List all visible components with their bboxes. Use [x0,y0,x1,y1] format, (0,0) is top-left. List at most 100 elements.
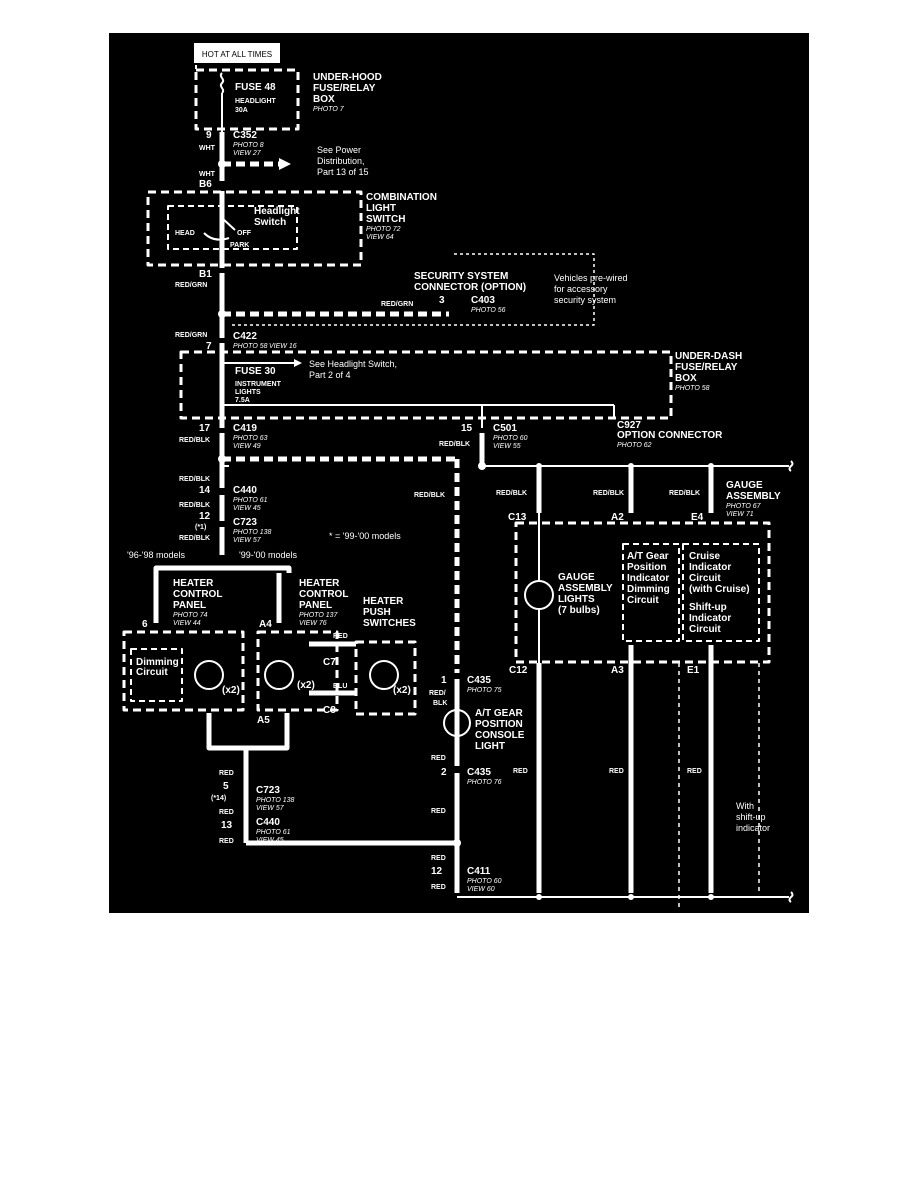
underhood-box [194,68,300,131]
c435-top-photo: PHOTO 75 [467,687,502,694]
c723-bot-name: C723 [256,785,280,796]
hps-title1: HEATER [363,596,404,607]
hps-x2: (x2) [393,685,411,696]
underhood-photo: PHOTO 7 [313,106,345,113]
cruise-4: (with Cruise) [689,584,750,595]
continuation-marks [788,460,794,903]
combo-pin-bot: B1 [199,269,212,280]
see-headlight-1: See Headlight Switch, [309,359,397,369]
c723-bot-view: VIEW 57 [256,805,285,812]
shiftup-3: Circuit [689,624,721,635]
dimming-label2: Circuit [136,667,168,678]
hcp-new-box [256,630,339,712]
models-old: '96-'98 models [127,550,185,560]
hcp-old-view: VIEW 44 [173,620,201,627]
splice-a2 [628,463,634,469]
underdash-title2: FUSE/RELAY [675,362,738,373]
c435-bot-photo: PHOTO 76 [467,779,502,786]
atlight-title2: POSITION [475,719,523,730]
switch-off: OFF [237,230,252,237]
arrow-see-power [279,158,291,170]
c435-top-wire1: RED/ [429,690,446,697]
arrow-see-headlight [294,359,302,367]
underdash-box [179,350,673,420]
switch-head: HEAD [175,230,195,237]
dimming-label1: Dimming [136,657,179,668]
combo-view: VIEW 64 [366,234,394,241]
c435-top-wire2: BLK [433,700,447,707]
fuse48-sub1: HEADLIGHT [235,98,277,105]
hcp-new-pin-bot: A5 [257,715,270,726]
c435-bot-wire: RED [431,755,446,762]
hcp-old-title2: CONTROL [173,589,222,600]
c501-wire: RED/BLK [439,441,470,448]
switch-blade [221,217,236,231]
c422-photo: PHOTO 58 [233,343,268,350]
switch-title1: Headlight [254,206,300,217]
gauge-title1: GAUGE [726,480,763,491]
splice-c13 [536,463,542,469]
c723-top-view: VIEW 57 [233,537,262,544]
hps-c8: C8 [323,705,336,716]
fuse30-sub3: 7.5A [235,397,250,404]
c411-wire2: RED [431,884,446,891]
c440-bot-name: C440 [256,817,280,828]
c411-view: VIEW 60 [467,886,495,893]
c723-bot-pin: 5 [223,781,229,792]
gauge-pin-c13: C13 [508,512,527,523]
at-ind-5: Circuit [627,595,659,606]
fuse48-symbol [219,72,225,94]
c440-top-name: C440 [233,485,257,496]
fuse30-symbol [219,366,225,388]
hcp-old-x2: (x2) [222,685,240,696]
at-ind-4: Dimming [627,584,670,595]
underdash-title1: UNDER-DASH [675,351,742,362]
combo-photo: PHOTO 72 [366,226,401,233]
models-new: '99-'00 models [239,550,297,560]
switch-arc [203,232,230,241]
splice-e4 [708,463,714,469]
ground-continue [788,891,794,903]
splice-points [218,160,714,900]
c411-wire: RED [431,855,446,862]
c723-top-wire: RED/BLK [179,502,210,509]
gauge-pin-c12: C12 [509,665,528,676]
security-wire: RED/GRN [381,301,413,308]
see-power-1: See Power [317,145,361,155]
c411-pin: 12 [431,866,443,877]
wiring-diagram: HOT AT ALL TIMES UNDER-HOOD FUSE/RELAY B… [109,33,809,913]
cruise-box [682,543,760,642]
c440-bot-pin: 13 [221,820,233,831]
c352-photo: PHOTO 8 [233,142,264,149]
hcp-new-x2: (x2) [297,680,315,691]
c419-view: VIEW 49 [233,443,261,450]
hcp-old-title1: HEATER [173,578,214,589]
wiring-diagram-svg: HOT AT ALL TIMES UNDER-HOOD FUSE/RELAY B… [122,43,794,909]
fuse48-sub2: 30A [235,107,248,114]
underdash-photo: PHOTO 58 [675,385,710,392]
c723-bot-wire: RED [219,770,234,777]
fuse48-label: FUSE 48 [235,82,276,93]
gauge-view: VIEW 71 [726,511,754,518]
c352-pin: 9 [206,130,212,141]
fuse30-sub2: LIGHTS [235,389,261,396]
gauge-pin-e4: E4 [691,512,704,523]
cruise-1: Cruise [689,551,721,562]
atlight-title3: CONSOLE [475,730,525,741]
c352-wire-bot: WHT [199,171,216,178]
gauge-wire1: RED/BLK [496,490,527,497]
c435-bot-pin: 2 [441,767,447,778]
c501-view: VIEW 55 [493,443,521,450]
hcp-old-bulb [194,660,224,690]
shift-note-1: With [736,801,754,811]
c440-top-wire: RED/BLK [179,476,210,483]
c723-bot-photo: PHOTO 138 [256,797,294,804]
gauge-lights1: GAUGE [558,572,595,583]
note-star: * = '99-'00 models [329,531,401,541]
combo-title1: COMBINATION [366,192,437,203]
gauge-wire2: RED/BLK [593,490,624,497]
shiftup-2: Indicator [689,613,731,624]
c501-name: C501 [493,423,517,434]
model-split-bar [153,565,292,573]
hot-label: HOT AT ALL TIMES [202,50,272,59]
